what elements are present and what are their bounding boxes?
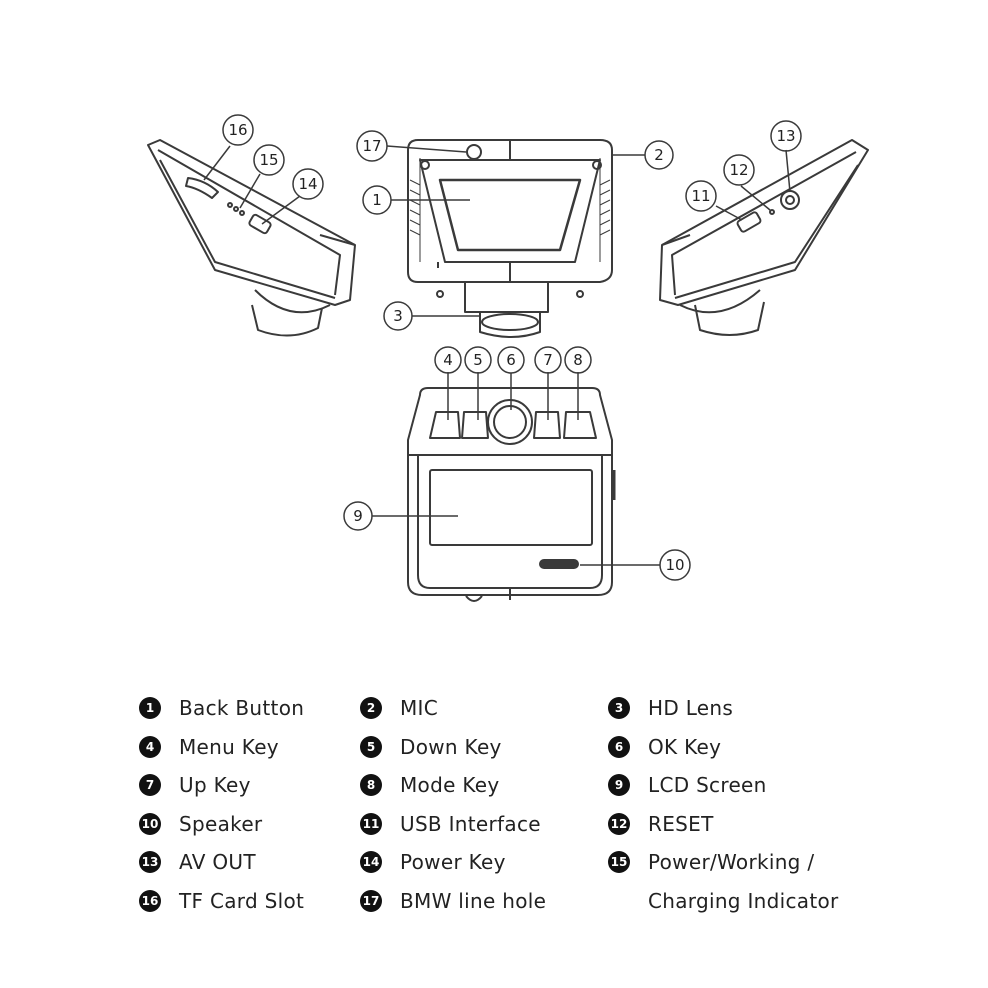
leader-lines	[203, 145, 791, 566]
legend-badge: 9	[608, 774, 630, 796]
callout-2: 2	[654, 146, 664, 164]
legend-label: BMW line hole	[400, 889, 547, 913]
legend-item-15: 15 Power/Working /	[608, 849, 814, 875]
callout-8: 8	[573, 351, 583, 369]
legend-item-6: 6 OK Key	[608, 734, 721, 760]
legend-label: Power/Working /	[648, 850, 815, 874]
callout-circles	[222, 114, 802, 581]
legend-label: OK Key	[648, 735, 722, 759]
legend-label: Menu Key	[179, 735, 279, 759]
callout-7: 7	[543, 351, 553, 369]
legend-label: AV OUT	[179, 850, 256, 874]
top-view	[407, 139, 613, 338]
legend-badge: 5	[360, 736, 382, 758]
callout-9: 9	[353, 507, 363, 525]
legend-label: MIC	[400, 696, 439, 720]
legend-badge: 14	[360, 851, 382, 873]
legend-item-11: 11 USB Interface	[360, 811, 541, 837]
legend-label: Speaker	[179, 812, 263, 836]
callout-numbers: 1 2 3 4 5 6 7 8 9 10 11 12 13 14 15 16 1…	[228, 121, 795, 574]
legend-badge: 8	[360, 774, 382, 796]
legend-item-7: 7 Up Key	[139, 772, 251, 798]
legend-badge: 17	[360, 890, 382, 912]
legend-item-10: 10 Speaker	[139, 811, 262, 837]
callout-10: 10	[665, 556, 684, 574]
legend-item-1: 1 Back Button	[139, 695, 304, 721]
legend-badge: 11	[360, 813, 382, 835]
callout-6: 6	[506, 351, 516, 369]
callout-12: 12	[729, 161, 748, 179]
legend-badge: 10	[139, 813, 161, 835]
legend-label: Back Button	[179, 696, 305, 720]
legend-item-12: 12 RESET	[608, 811, 714, 837]
legend-label: Down Key	[400, 735, 502, 759]
legend-label-continuation: Charging Indicator	[648, 889, 839, 913]
callout-13: 13	[776, 127, 795, 145]
legend-item-16: 16 TF Card Slot	[139, 888, 304, 914]
right-side-view	[659, 139, 869, 336]
legend-badge: 16	[139, 890, 161, 912]
callout-4: 4	[443, 351, 453, 369]
legend-label: RESET	[648, 812, 714, 836]
legend-item-17: 17 BMW line hole	[360, 888, 546, 914]
callout-1: 1	[372, 191, 382, 209]
legend-label: Mode Key	[400, 773, 500, 797]
legend-badge: 15	[608, 851, 630, 873]
legend-item-5: 5 Down Key	[360, 734, 502, 760]
legend-item-3: 3 HD Lens	[608, 695, 733, 721]
callout-14: 14	[298, 175, 317, 193]
legend-item-4: 4 Menu Key	[139, 734, 279, 760]
legend-badge: 2	[360, 697, 382, 719]
legend-badge: 1	[139, 697, 161, 719]
callout-16: 16	[228, 121, 247, 139]
legend-item-9: 9 LCD Screen	[608, 772, 767, 798]
callout-3: 3	[393, 307, 403, 325]
front-view	[407, 387, 616, 602]
legend-badge: 6	[608, 736, 630, 758]
legend-label: Power Key	[400, 850, 506, 874]
legend-label: TF Card Slot	[179, 889, 305, 913]
callout-17: 17	[362, 137, 381, 155]
legend-label: LCD Screen	[648, 773, 767, 797]
left-side-view	[147, 139, 356, 337]
callout-5: 5	[473, 351, 483, 369]
legend-badge: 3	[608, 697, 630, 719]
legend-badge: 12	[608, 813, 630, 835]
legend-label: USB Interface	[400, 812, 541, 836]
legend-item-14: 14 Power Key	[360, 849, 506, 875]
legend-badge: 13	[139, 851, 161, 873]
legend-label: Up Key	[179, 773, 251, 797]
legend-label: HD Lens	[648, 696, 734, 720]
legend-item-8: 8 Mode Key	[360, 772, 500, 798]
legend-item-13: 13 AV OUT	[139, 849, 256, 875]
callout-11: 11	[691, 187, 710, 205]
legend-item-2: 2 MIC	[360, 695, 438, 721]
callout-15: 15	[259, 151, 278, 169]
legend-badge: 4	[139, 736, 161, 758]
legend-badge: 7	[139, 774, 161, 796]
